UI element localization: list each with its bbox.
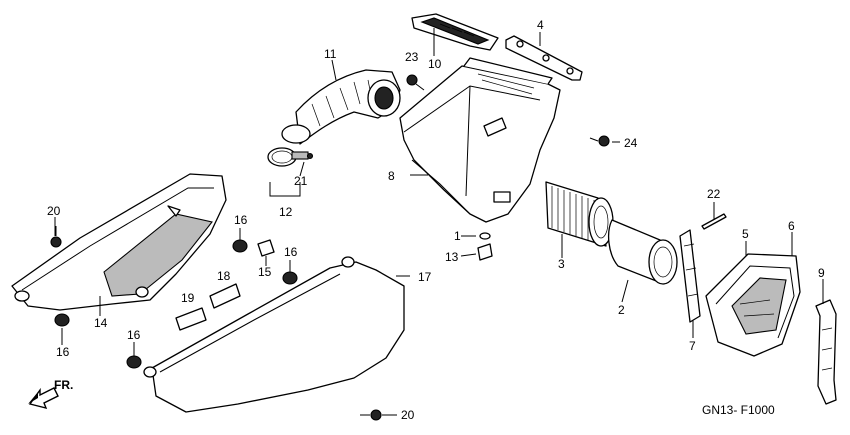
callout-10: 10 <box>428 57 442 71</box>
callout-1: 1 <box>454 229 461 243</box>
callout-12: 12 <box>279 205 293 219</box>
part-filter-sleeve <box>607 219 678 285</box>
front-direction-label: FR. <box>54 378 73 392</box>
callout-23: 23 <box>405 50 419 64</box>
callout-3: 3 <box>558 257 565 271</box>
front-direction-arrow: FR. <box>28 378 73 410</box>
callout-14: 14 <box>94 316 108 330</box>
callout-7: 7 <box>689 339 696 353</box>
part-intake-cover <box>411 13 499 51</box>
part-bracket <box>505 35 583 81</box>
callout-24: 24 <box>624 136 638 150</box>
callout-2: 2 <box>618 303 625 317</box>
callout-8: 8 <box>388 169 395 183</box>
part-cleaner-cover <box>705 253 801 357</box>
callout-21: 21 <box>294 174 308 188</box>
part-right-side-cover <box>143 256 405 413</box>
callout-18: 18 <box>217 269 231 283</box>
part-intake-duct <box>281 69 401 145</box>
callout-20-b: 20 <box>401 408 415 422</box>
callout-6: 6 <box>788 219 795 233</box>
part-clip <box>477 232 493 261</box>
callout-17: 17 <box>418 270 432 284</box>
callout-5: 5 <box>742 227 749 241</box>
part-drain-tube <box>815 299 837 405</box>
part-air-cleaner-case <box>399 57 561 223</box>
callout-9: 9 <box>818 266 825 280</box>
part-hose-clamp <box>267 147 314 167</box>
callout-labels: 1 2 3 4 5 6 7 8 9 10 11 12 13 14 15 16 1… <box>47 18 825 422</box>
part-decal-18 <box>209 283 241 309</box>
part-grommets <box>54 239 298 369</box>
leader-lines <box>54 28 824 416</box>
callout-13: 13 <box>445 250 459 264</box>
callout-16-d: 16 <box>127 328 141 342</box>
part-left-side-cover <box>11 173 227 311</box>
callout-4: 4 <box>537 18 544 32</box>
callout-16-c: 16 <box>284 245 298 259</box>
part-decal-19 <box>175 307 207 331</box>
part-strap <box>679 229 701 323</box>
part-bolts <box>50 74 610 421</box>
callout-16-a: 16 <box>56 345 70 359</box>
callout-11: 11 <box>324 47 337 61</box>
callout-15: 15 <box>258 265 272 279</box>
callout-19: 19 <box>181 291 195 305</box>
callout-16-b: 16 <box>234 213 248 227</box>
callout-20-a: 20 <box>47 204 61 218</box>
part-filter-element <box>545 181 614 247</box>
callout-22: 22 <box>707 187 721 201</box>
part-pin <box>701 213 727 230</box>
figure-code: GN13- F1000 <box>702 403 775 417</box>
